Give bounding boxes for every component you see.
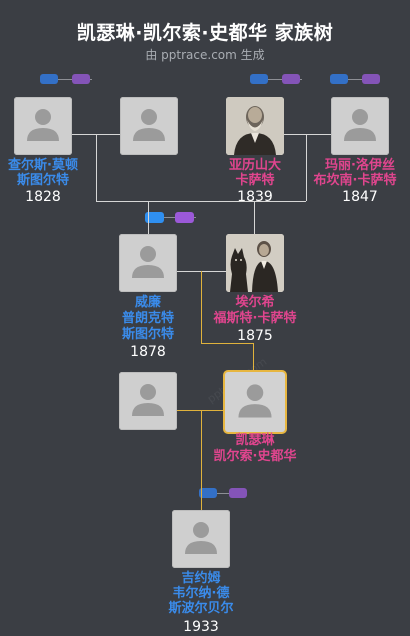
person-name-line: 普朗克特 (121, 311, 174, 326)
expand-father-pill[interactable] (199, 488, 217, 498)
person-card-charles[interactable] (14, 97, 72, 155)
person-name-line: 斯波尔贝尔 (168, 601, 234, 616)
person-name-line: 凯尔索·史都华 (213, 449, 297, 464)
person-placeholder-icon (133, 109, 165, 141)
expand-mother-pill[interactable] (72, 74, 90, 84)
expand-mother-pill[interactable] (362, 74, 380, 84)
expand-mother-pill[interactable] (175, 212, 194, 223)
descent-line (306, 134, 307, 201)
expand-father-pill[interactable] (145, 212, 164, 223)
page-title: 凯瑟琳·凯尔索·史都华 家族树 (76, 22, 334, 44)
person-placeholder-icon (132, 246, 164, 278)
person-card-elsie[interactable] (226, 234, 284, 292)
person-birth-year: 1875 (237, 328, 273, 344)
person-name-line: 斯图尔特 (121, 327, 174, 342)
person-name-line: 威廉 (134, 295, 161, 310)
person-card-catherine-spouse[interactable] (119, 372, 177, 430)
pill-connector (208, 493, 240, 494)
pill-connector (338, 79, 378, 80)
portrait-with-dog-photo-icon (226, 234, 284, 292)
person-placeholder-icon (238, 384, 272, 418)
person-name-line: 查尔斯·莫顿 (8, 158, 78, 173)
person-placeholder-icon (27, 109, 59, 141)
expand-mother-pill[interactable] (282, 74, 300, 84)
descent-line (254, 201, 255, 234)
person-name-line: 凯瑟琳 (235, 433, 275, 448)
highlight-descent-line (253, 343, 254, 373)
person-card-jiyuemu[interactable] (172, 510, 230, 568)
person-card-maria[interactable] (331, 97, 389, 155)
descent-line (96, 201, 306, 202)
person-name-line: 斯图尔特 (16, 173, 69, 188)
person-name-line: 亚历山大 (228, 158, 281, 173)
person-name-line: 吉约姆 (181, 571, 221, 586)
person-name-line: 布坎南·卡萨特 (313, 173, 397, 188)
person-name-line: 韦尔纳·德 (172, 586, 230, 601)
person-card-charles-spouse[interactable] (120, 97, 178, 155)
person-name-line: 玛丽·洛伊丝 (325, 158, 395, 173)
person-placeholder-icon (132, 384, 164, 416)
person-birth-year: 1839 (237, 189, 273, 205)
person-name-line: 埃尔希 (235, 295, 275, 310)
person-placeholder-icon (344, 109, 376, 141)
expand-father-pill[interactable] (250, 74, 268, 84)
descent-line (148, 201, 149, 234)
person-birth-year: 1933 (183, 619, 219, 635)
expand-father-pill[interactable] (330, 74, 348, 84)
person-name-line: 卡萨特 (235, 173, 275, 188)
person-card-alexander[interactable] (226, 97, 284, 155)
person-birth-year: 1847 (342, 189, 378, 205)
couple-line (282, 134, 332, 135)
portrait-photo-icon (226, 97, 284, 155)
person-birth-year: 1878 (130, 344, 166, 360)
highlight-descent-line (201, 343, 254, 344)
person-card-william[interactable] (119, 234, 177, 292)
expand-mother-pill[interactable] (229, 488, 247, 498)
person-card-catherine[interactable] (225, 372, 285, 432)
highlight-descent-line (201, 410, 202, 510)
descent-line (96, 134, 97, 201)
page-subtitle: 由 pptrace.com 生成 (145, 48, 265, 62)
person-name-line: 福斯特·卡萨特 (213, 311, 297, 326)
person-placeholder-icon (185, 522, 217, 554)
highlight-descent-line (201, 271, 202, 343)
expand-father-pill[interactable] (40, 74, 58, 84)
person-birth-year: 1828 (25, 189, 61, 205)
